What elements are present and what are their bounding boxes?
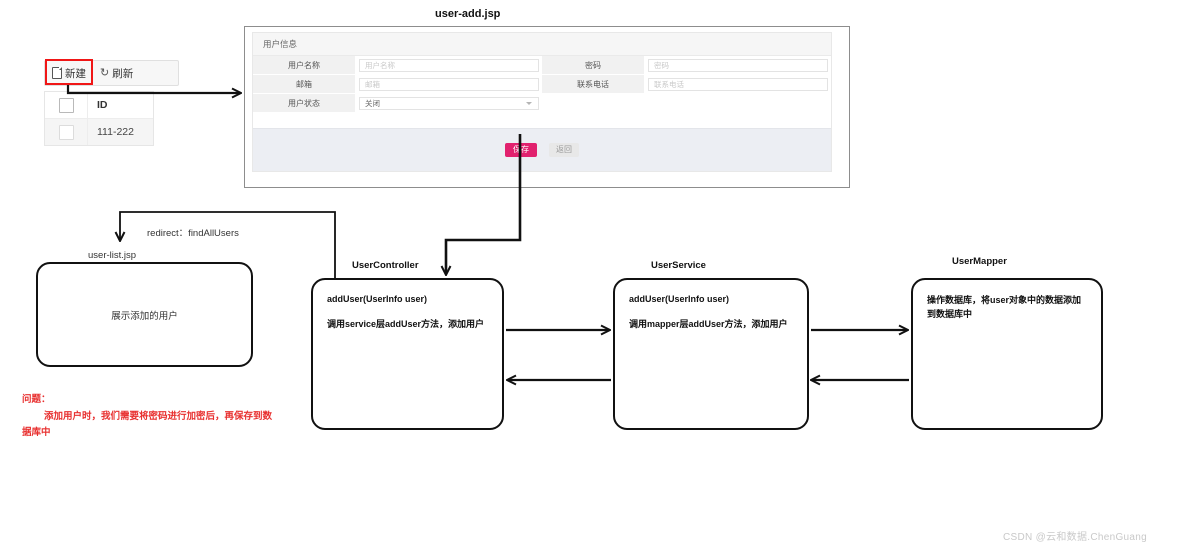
field-email[interactable]: 邮箱: [356, 75, 542, 94]
refresh-button-label: 刷新: [112, 67, 134, 80]
table-row[interactable]: 111-222: [45, 119, 153, 145]
node-title-user-list: user-list.jsp: [88, 250, 137, 261]
mapper-description: 操作数据库，将user对象中的数据添加到数据库中: [927, 295, 1082, 319]
node-user-mapper: 操作数据库，将user对象中的数据添加到数据库中: [911, 278, 1103, 430]
spacer-label: [542, 94, 645, 113]
refresh-button[interactable]: ↻ 刷新: [93, 62, 140, 84]
row-select-cell[interactable]: [45, 119, 88, 145]
user-info-panel: 用户信息 用户名称 用户名称 密码 密码 邮箱 邮箱 联系电话 联系电话: [252, 32, 832, 172]
panel-header: 用户信息: [253, 33, 831, 56]
form-row-2: 邮箱 邮箱 联系电话 联系电话: [253, 75, 831, 94]
controller-signature: addUser(UserInfo user): [327, 294, 428, 304]
label-status: 用户状态: [253, 94, 356, 113]
table-header-row: ID: [45, 92, 153, 119]
node-user-controller: addUser(UserInfo user) 调用service层addUser…: [311, 278, 504, 430]
new-button[interactable]: 新建: [45, 62, 93, 84]
select-all-checkbox[interactable]: [58, 97, 74, 113]
user-add-window: 用户信息 用户名称 用户名称 密码 密码 邮箱 邮箱 联系电话 联系电话: [244, 26, 850, 188]
user-form: 用户名称 用户名称 密码 密码 邮箱 邮箱 联系电话 联系电话: [253, 56, 831, 113]
service-description: 调用mapper层addUser方法，添加用户: [629, 319, 788, 329]
row-checkbox[interactable]: [58, 124, 74, 140]
node-title-user-mapper: UserMapper: [952, 256, 1007, 267]
column-header-id: ID: [97, 99, 108, 111]
form-row-3: 用户状态 关闭: [253, 94, 831, 113]
question-note: 问题： 添加用户时，我们需要将密码进行加密后，再保存到数据库中: [22, 392, 272, 442]
page-title: user-add.jsp: [435, 8, 501, 20]
service-signature: addUser(UserInfo user): [629, 294, 730, 304]
status-select-value: 关闭: [365, 98, 380, 108]
note-body: 添加用户时，我们需要将密码进行加密后，再保存到数据库中: [22, 410, 273, 439]
redirect-label: redirect：findAllUsers: [147, 228, 239, 239]
new-button-highlight: [45, 59, 93, 85]
note-heading: 问题：: [22, 394, 51, 405]
field-password[interactable]: 密码: [645, 56, 831, 75]
phone-input[interactable]: 联系电话: [648, 77, 828, 91]
form-footer: 保存 返回: [253, 128, 831, 171]
label-phone: 联系电话: [542, 75, 645, 94]
field-username[interactable]: 用户名称: [356, 56, 542, 75]
select-all-cell[interactable]: [45, 92, 88, 118]
back-button[interactable]: 返回: [549, 143, 579, 157]
status-select[interactable]: 关闭: [359, 96, 539, 110]
node-title-user-service: UserService: [651, 260, 706, 271]
refresh-icon: ↻: [100, 66, 110, 79]
save-button[interactable]: 保存: [505, 143, 537, 157]
email-input[interactable]: 邮箱: [359, 77, 539, 91]
node-user-service: addUser(UserInfo user) 调用mapper层addUser方…: [613, 278, 809, 430]
list-toolbar: 新建 ↻ 刷新: [44, 60, 179, 86]
username-input[interactable]: 用户名称: [359, 58, 539, 72]
node-user-list-jsp: 展示添加的用户: [36, 262, 253, 367]
field-status[interactable]: 关闭: [356, 94, 542, 113]
chevron-down-icon: [526, 101, 532, 105]
node-title-user-controller: UserController: [352, 260, 419, 271]
spacer-field: [645, 94, 831, 113]
label-username: 用户名称: [253, 56, 356, 75]
document-icon: [52, 67, 62, 79]
label-password: 密码: [542, 56, 645, 75]
form-row-1: 用户名称 用户名称 密码 密码: [253, 56, 831, 75]
controller-description: 调用service层addUser方法，添加用户: [327, 319, 485, 329]
new-button-label: 新建: [65, 67, 86, 80]
watermark: CSDN @云和数据.ChenGuang: [1003, 532, 1147, 543]
label-email: 邮箱: [253, 75, 356, 94]
cell-id: 111-222: [97, 126, 134, 138]
node-user-list-body: 展示添加的用户: [111, 310, 178, 322]
user-list-table: ID 111-222: [44, 91, 154, 146]
field-phone[interactable]: 联系电话: [645, 75, 831, 94]
password-input[interactable]: 密码: [648, 58, 828, 72]
